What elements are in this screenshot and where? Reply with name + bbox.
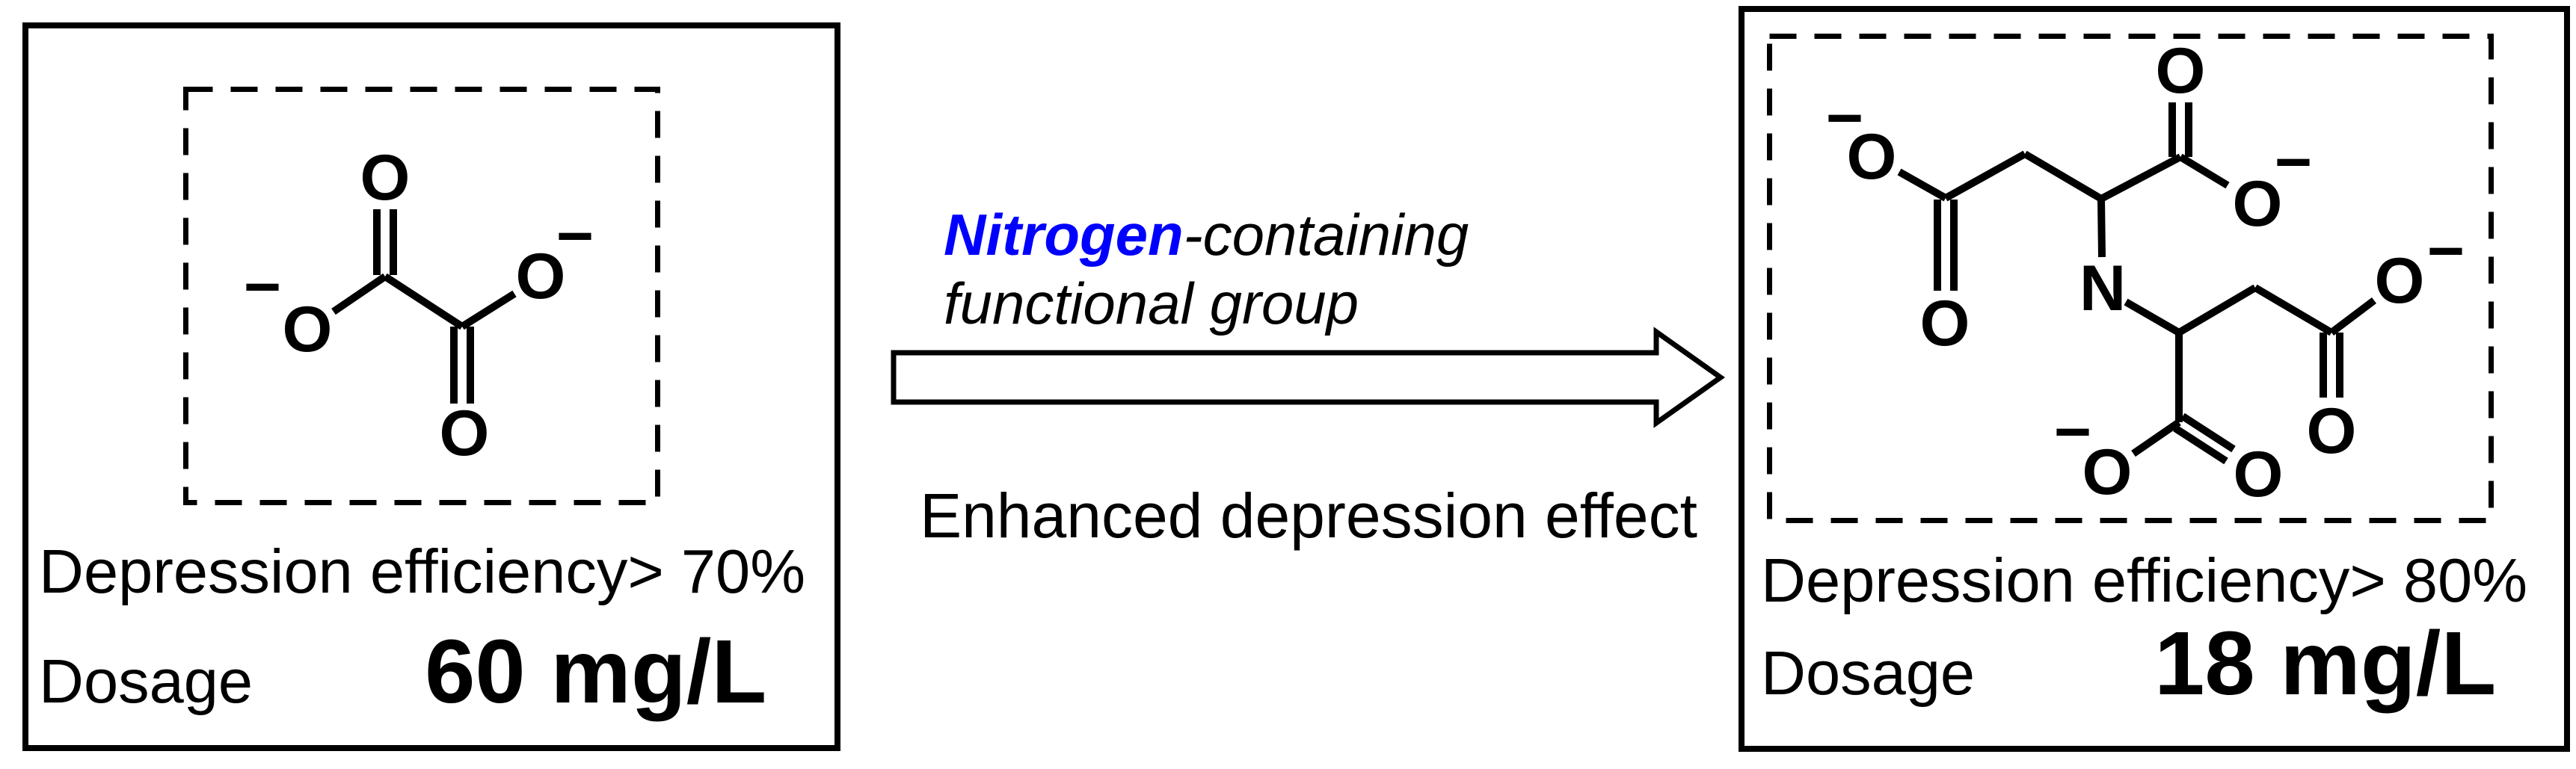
transformation-label-line1: Nitrogen-containing <box>944 200 1469 269</box>
nitrogen-highlight: Nitrogen <box>944 202 1184 268</box>
left-dosage-value: 60 mg/L <box>425 620 767 722</box>
minus-charge-label: − <box>556 200 594 272</box>
oxygen-atom-label: O <box>1847 121 1897 193</box>
minus-charge-label: − <box>1826 82 1863 154</box>
transformation-label-line2: functional group <box>944 271 1359 336</box>
right-dosage-value: 18 mg/L <box>2154 612 2497 714</box>
oxygen-atom-label: O <box>2375 245 2425 317</box>
oxalate-atoms: O O − O − O <box>244 142 594 469</box>
oxygen-atom-label: O <box>1920 288 1970 359</box>
iminodisuccinate-structure: − O O O O − N O − O O − O <box>1767 34 2494 523</box>
arrow-caption: Enhanced depression effect <box>920 481 1697 551</box>
left-dosage-row: Dosage 60 mg/L <box>39 626 766 717</box>
forward-arrow-shape <box>891 327 1726 428</box>
minus-charge-label: − <box>2427 215 2465 287</box>
transformation-label-rest: -containing <box>1183 202 1469 268</box>
transformation-label: Nitrogen-containing functional group <box>944 200 1469 338</box>
oxygen-atom-label: O <box>2234 439 2284 510</box>
left-dosage-label: Dosage <box>39 646 253 716</box>
iminodisuccinate-bonds <box>1897 102 2377 465</box>
oxygen-atom-label: O <box>440 398 490 469</box>
left-efficiency-text: Depression efficiency> 70% <box>39 537 806 606</box>
oxalate-structure: O O − O − O <box>183 87 660 505</box>
oxalate-bonds <box>331 209 517 404</box>
oxygen-atom-label: O <box>2307 395 2357 467</box>
oxygen-atom-label: O <box>2156 35 2206 107</box>
oxygen-atom-label: O <box>516 241 566 312</box>
oxygen-atom-label: O <box>360 142 411 214</box>
iminodisuccinate-atoms: − O O O O − N O − O O − O <box>1826 35 2465 510</box>
right-efficiency-text: Depression efficiency> 80% <box>1761 546 2528 615</box>
right-dosage-row: Dosage 18 mg/L <box>1761 618 2496 708</box>
forward-arrow <box>891 327 1726 428</box>
oxalate-panel: Depression efficiency> 70% Dosage 60 mg/… <box>22 22 840 751</box>
minus-charge-label: − <box>2054 396 2091 468</box>
oxygen-atom-label: O <box>2082 436 2133 508</box>
iminodisuccinate-dashed-box <box>1767 34 2494 523</box>
minus-charge-label: − <box>2275 126 2312 198</box>
oxygen-atom-label: O <box>2233 168 2283 240</box>
nitrogen-atom-label: N <box>2079 253 2126 324</box>
minus-charge-label: − <box>244 251 281 323</box>
oxygen-atom-label: O <box>283 294 333 365</box>
oxalate-dashed-box <box>183 87 660 505</box>
iminodisuccinate-panel: Depression efficiency> 80% Dosage 18 mg/… <box>1739 6 2570 752</box>
right-dosage-label: Dosage <box>1761 638 1976 708</box>
